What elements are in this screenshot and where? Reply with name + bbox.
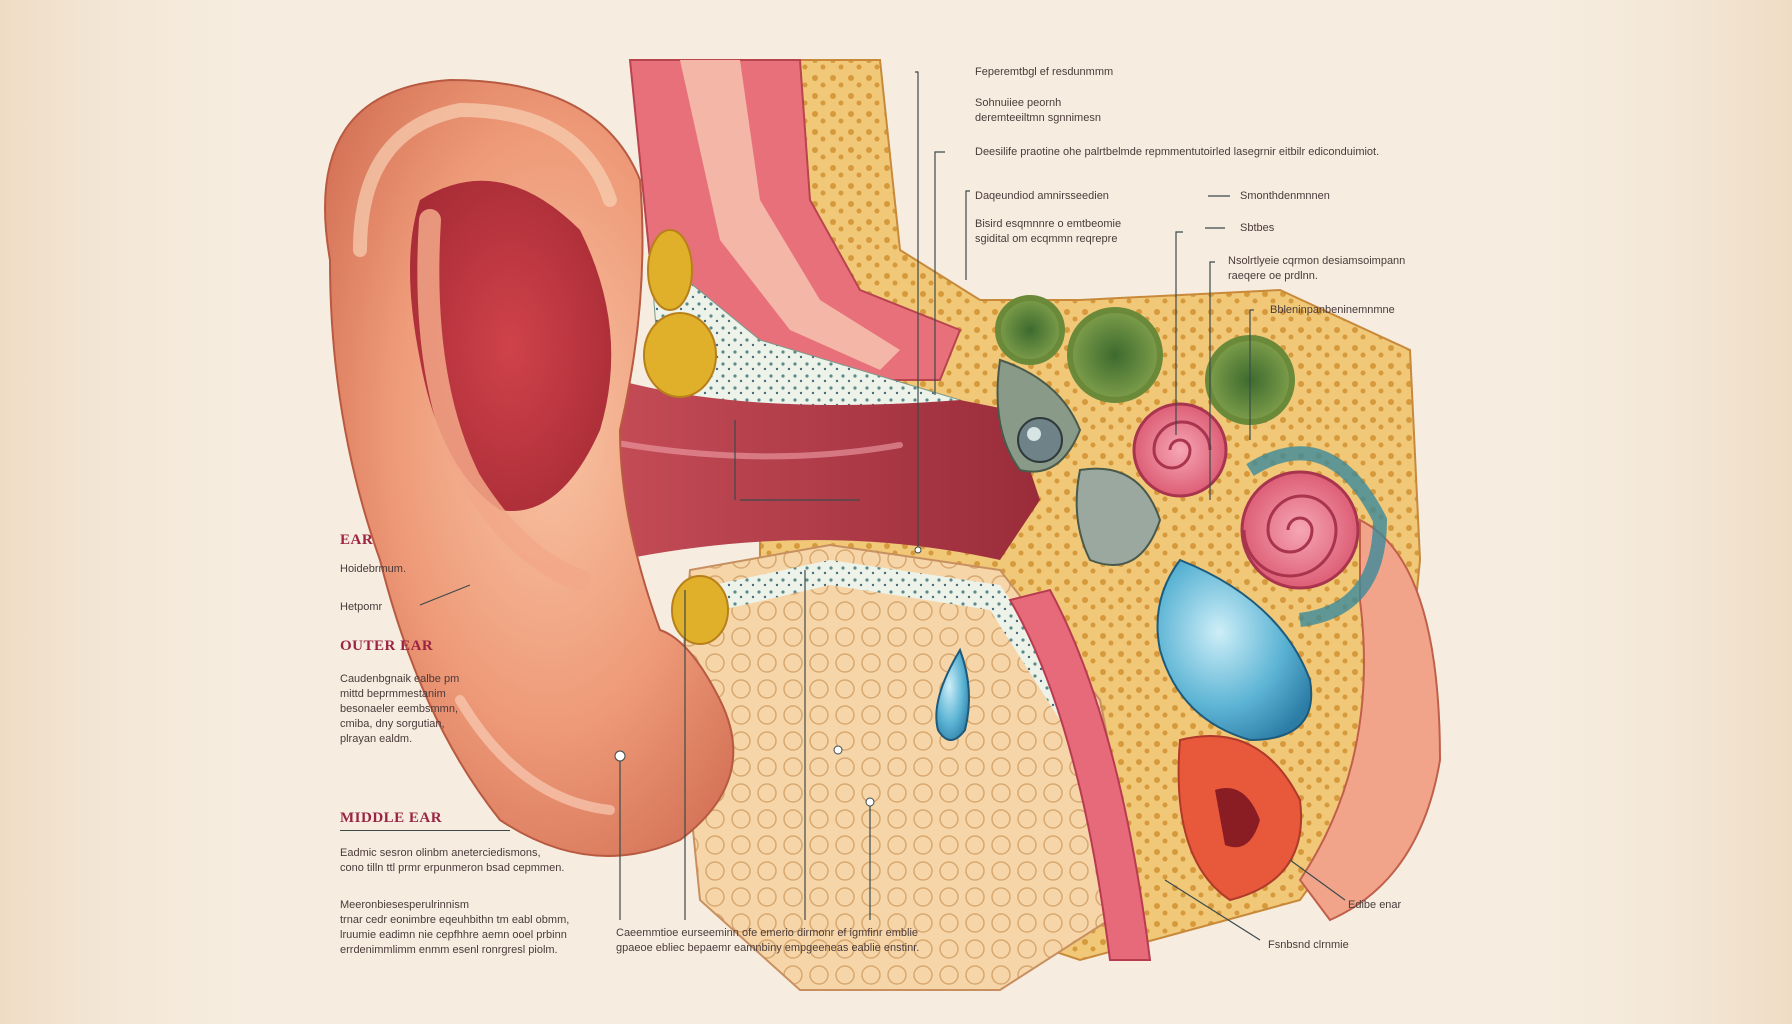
- ossicle-incus: [1017, 417, 1063, 463]
- lower-vessel-band: [1008, 588, 1152, 961]
- label-top-4: Daqeundiod amnirsseedien: [975, 190, 1109, 202]
- label-top-8: Nsolrtlyeie cqrmon desiamsoimpann raeqer…: [1228, 255, 1406, 282]
- left-margin-shade: [0, 0, 300, 1024]
- helix-rim: [353, 102, 617, 257]
- label-top-7: Sbtbes: [1240, 222, 1275, 234]
- middle-ear-description-2: Meeronbiesesperulrinnism trnar cedr eoni…: [340, 899, 570, 956]
- leader-lines: [419, 71, 1346, 941]
- right-margin-shade: [1492, 0, 1792, 1024]
- middle-ear-underline: [340, 830, 510, 831]
- upper-tissue-band: [680, 60, 900, 370]
- label-top-6: Smonthdenmnnen: [1240, 190, 1330, 202]
- ear-heading: EAR: [340, 532, 374, 548]
- callout-markers: [614, 546, 922, 807]
- label-top-9: Bbleninpanbeninemnmne: [1270, 304, 1395, 316]
- cochlea-main: [1240, 470, 1360, 590]
- right-tissue-layers: [1298, 518, 1442, 922]
- antihelix: [417, 209, 591, 591]
- ear-subtext: Hoidebrmum.: [340, 563, 407, 575]
- lower-cartilage-layer: [690, 560, 1080, 720]
- fluid-droplet: [935, 647, 970, 741]
- bottom-caption: Caeemmtioe eurseeminn ofe emerio dirmonr…: [616, 927, 920, 954]
- label-bottom-right-2: Fsnbsnd clrnmie: [1268, 939, 1349, 951]
- middle-ear-description-1: Eadmic sesron olinbm aneterciedismons, c…: [340, 847, 565, 874]
- middle-ear-heading: MIDDLE EAR: [340, 810, 443, 826]
- label-top-1: Feperemtbgl ef resdunmmm: [975, 66, 1114, 78]
- ear-pointer-label: Hetpomr: [340, 601, 383, 613]
- eustachian-opening: [1215, 788, 1260, 848]
- ossicle-stapes: [1075, 467, 1162, 566]
- bone-nodule-upper: [643, 312, 717, 398]
- outer-ear-heading: OUTER EAR: [340, 638, 434, 654]
- endolymphatic-sac: [1156, 558, 1313, 742]
- earlobe-highlight: [455, 695, 615, 815]
- bone-nodule-lower: [671, 575, 729, 645]
- semicircular-canal-1: [995, 295, 1065, 365]
- label-top-5: Bisird esqmnnre o emtbeomie sgidital om …: [975, 218, 1122, 245]
- bone-nodule-top: [647, 229, 693, 311]
- cochlea-outer: [1132, 402, 1228, 498]
- label-top-2: Sohnuiiee peornh deremteeiltmn sgnnimesn: [975, 97, 1101, 124]
- ossicle-highlight: [1027, 427, 1041, 441]
- cochlea-spiral-2: [1242, 494, 1338, 578]
- canal-sheen: [597, 437, 903, 460]
- ear-canal: [556, 360, 1040, 560]
- cochlea-spiral-1: [1152, 420, 1212, 470]
- outer-ear-description: Caudenbgnaik ealbe pm mittd beprmmestani…: [340, 673, 460, 745]
- label-top-3: Deesilife praotine ohe palrtbelmde repmm…: [975, 146, 1380, 158]
- semicircular-canal-2: [1067, 307, 1163, 403]
- cochlea-ring: [1246, 446, 1388, 627]
- label-bottom-right-1: Edibe enar: [1348, 899, 1402, 911]
